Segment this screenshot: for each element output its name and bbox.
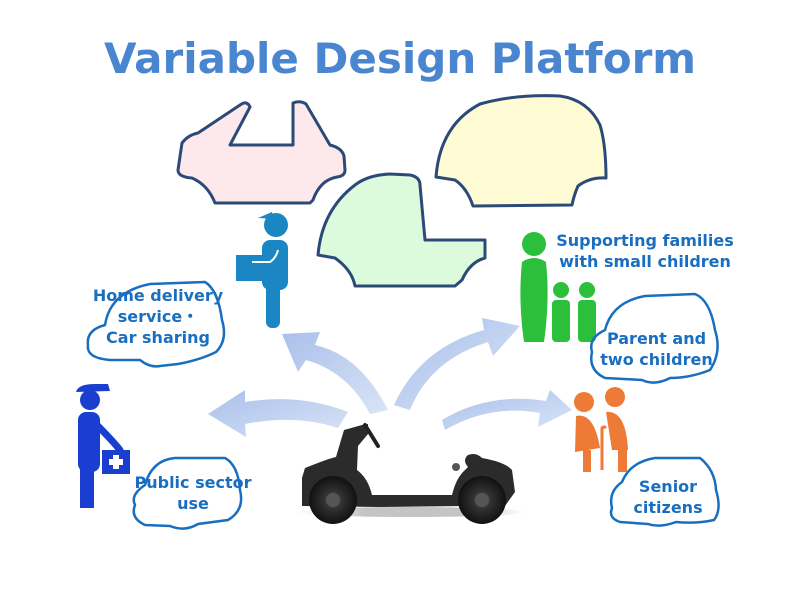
car-outline-public-sector [132, 456, 243, 530]
arrow-to-public-sector [208, 390, 348, 437]
label-line: service・ [117, 307, 199, 326]
car-outline-seniors [609, 456, 720, 527]
label-public-sector: Public sector use [128, 472, 258, 514]
arrow-to-seniors [442, 390, 572, 430]
arrow-to-families [394, 318, 520, 410]
arrow-to-delivery [282, 332, 388, 414]
label-home-delivery: Home delivery service・ Car sharing [88, 285, 228, 348]
label-parent-children: Parent and two children [594, 328, 719, 370]
van-body-shape [434, 94, 608, 208]
convertible-body-shape [176, 100, 347, 205]
chassis-platform-icon [295, 423, 525, 524]
public-sector-worker-icon [76, 384, 130, 508]
label-line: Public sector [134, 473, 252, 492]
car-outline-home-delivery [86, 280, 226, 368]
pickup-body-shape [316, 172, 487, 288]
delivery-person-icon [236, 212, 288, 328]
label-line: Supporting families [556, 231, 734, 250]
label-line: with small children [559, 252, 731, 271]
label-seniors: Senior citizens [618, 476, 718, 518]
car-outline-parent-children [590, 292, 719, 384]
label-line: Parent and [606, 329, 707, 348]
senior-citizens-icon [574, 387, 628, 472]
label-line: Senior [638, 477, 698, 496]
label-line: citizens [633, 498, 703, 517]
family-icon [520, 232, 596, 342]
label-line: use [177, 494, 209, 513]
page-title: Variable Design Platform [103, 34, 697, 83]
label-families: Supporting families with small children [550, 230, 740, 272]
label-line: Home delivery [92, 286, 224, 305]
label-line: Car sharing [106, 328, 210, 347]
label-line: two children [600, 350, 713, 369]
